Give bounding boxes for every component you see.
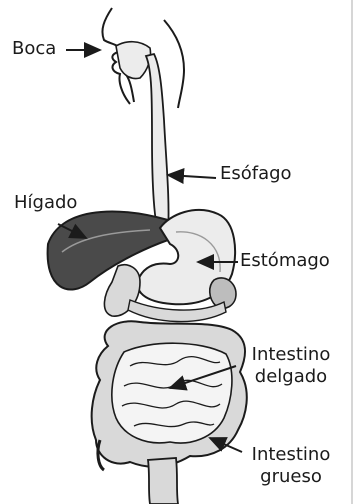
label-intestino-grueso: Intestino grueso (236, 444, 346, 488)
label-intestino-delgado: Intestino delgado (236, 344, 346, 388)
small-intestine (112, 343, 232, 443)
label-intestino-grueso-line1: Intestino (236, 444, 346, 466)
neck-back (164, 20, 184, 108)
label-intestino-grueso-line2: grueso (236, 466, 346, 488)
rectum (148, 458, 178, 504)
esophagus (146, 54, 169, 232)
label-intestino-delgado-line2: delgado (236, 366, 346, 388)
label-estomago: Estómago (240, 250, 330, 272)
label-higado: Hígado (14, 192, 77, 214)
label-esofago: Esófago (220, 163, 292, 185)
label-boca: Boca (12, 38, 56, 60)
arrow-esofago (168, 175, 216, 178)
label-intestino-delgado-line1: Intestino (236, 344, 346, 366)
mouth (116, 42, 151, 79)
